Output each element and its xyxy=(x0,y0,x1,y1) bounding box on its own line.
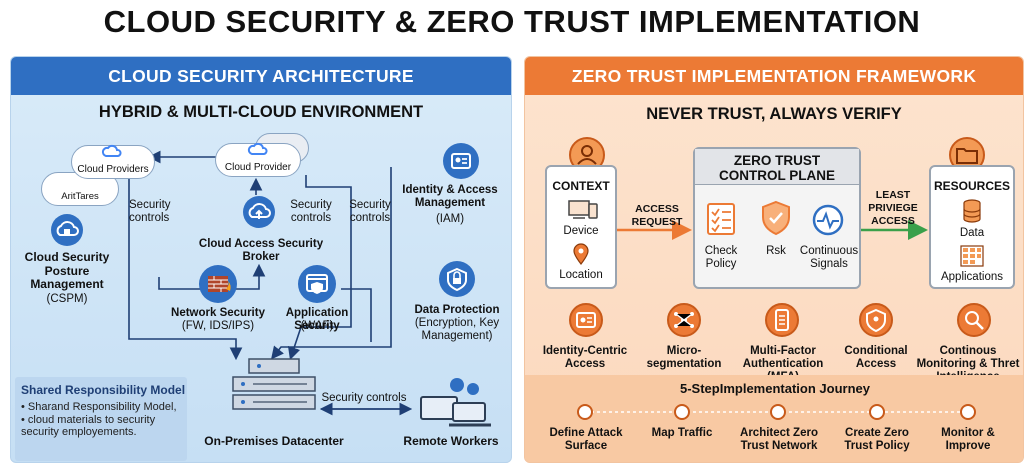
pillar-mfa-icon xyxy=(765,303,799,337)
cspm-label: Cloud Security Posture Management xyxy=(24,250,110,291)
zero-trust-panel: ZERO TRUST IMPLEMENTATION FRAMEWORK NEVE… xyxy=(524,56,1024,463)
iam-abbr: (IAM) xyxy=(435,213,465,225)
app-security-label: Application Security xyxy=(285,307,349,332)
arittares-label: AritTares xyxy=(61,191,99,202)
shared-item-1: • Sharand Responsibility Model, xyxy=(21,401,177,413)
data-protection-icon xyxy=(439,261,475,297)
cloud-provider-logo-icon xyxy=(247,142,268,155)
check-policy-label: Check Policy xyxy=(704,245,738,270)
continuous-signals-label: Continuous Signals xyxy=(799,245,859,270)
zero-trust-connectors xyxy=(611,220,928,240)
step-3-dot xyxy=(770,404,786,420)
least-privilege-label: LEAST PRIVIEGE ACCESS xyxy=(868,189,918,227)
never-trust-subtitle: NEVER TRUST, ALWAYS VERIFY xyxy=(646,105,902,123)
resources-box: RESOURCES Data Applications xyxy=(929,165,1015,289)
continuous-signals-icon xyxy=(812,204,844,236)
cspm-abbr: (CSPM) xyxy=(46,293,88,305)
journey-steps-dots xyxy=(577,404,976,420)
location-label: Location xyxy=(559,269,603,281)
journey-title: 5-StepImplementation Journey xyxy=(680,381,870,396)
step-3-label: Architect Zero Trust Network xyxy=(740,427,818,452)
applications-label: Applications xyxy=(940,271,1003,283)
casb-icon xyxy=(243,196,275,228)
cloud-security-banner: CLOUD SECURITY ARCHITECTURE xyxy=(11,57,511,95)
context-label: CONTEXT xyxy=(552,179,610,193)
cloud-security-panel: CLOUD SECURITY ARCHITECTURE HYBRID & MUL… xyxy=(10,56,512,463)
security-controls-label-2: Security controls xyxy=(290,199,332,224)
device-label: Device xyxy=(563,225,599,237)
shared-responsibility-list: • Sharand Responsibility Model, • cloud … xyxy=(21,401,185,439)
datacenter-icon xyxy=(232,358,316,410)
context-box: CONTEXT Device Location xyxy=(545,165,617,289)
pillar-monitoring-icon xyxy=(957,303,991,337)
device-icon xyxy=(568,200,598,219)
security-controls-label-1: Security controls xyxy=(129,199,171,224)
database-icon xyxy=(963,199,981,223)
remote-workers-label: Remote Workers xyxy=(403,434,499,448)
app-security-sub: (WAF) xyxy=(300,320,334,332)
pillar-conditional-label: Conditional Access xyxy=(844,345,908,370)
iam-icon xyxy=(443,143,479,179)
network-security-sub: (FW, IDS/IPS) xyxy=(181,320,255,332)
step-4-dot xyxy=(869,404,885,420)
pillar-microsegmentation-label: Micro-segmentation xyxy=(646,345,722,370)
architecture-connectors xyxy=(128,150,413,416)
applications-grid-icon xyxy=(960,245,984,267)
pillar-microsegmentation-icon xyxy=(667,303,701,337)
control-plane-box: ZERO TRUST CONTROL PLANE Check Policy Rs… xyxy=(693,147,861,289)
main-title: CLOUD SECURITY & ZERO TRUST IMPLEMENTATI… xyxy=(103,4,921,39)
cloud-provider-cloud xyxy=(215,143,301,177)
check-policy-icon xyxy=(707,203,735,235)
data-protection-label: Data Protection xyxy=(414,304,500,316)
casb-label: Cloud Access Security Broker xyxy=(198,238,324,263)
onprem-label: On-Premises Datacenter xyxy=(204,434,344,448)
data-label: Data xyxy=(959,227,985,239)
step-5-dot xyxy=(960,404,976,420)
step-4-label: Create Zero Trust Policy xyxy=(844,427,910,452)
data-protection-sub: (Encryption, Key Management) xyxy=(414,317,500,342)
step-2-dot xyxy=(674,404,690,420)
step-1-dot xyxy=(577,404,593,420)
step-5-label: Monitor & Improve xyxy=(941,427,995,452)
remote-workers-icon xyxy=(420,378,491,427)
location-pin-icon xyxy=(573,243,589,265)
control-plane-title: ZERO TRUST CONTROL PLANE xyxy=(718,153,835,183)
risk-label: Rsk xyxy=(766,245,786,257)
app-security-icon xyxy=(298,265,336,303)
security-controls-label-3: Security controls xyxy=(349,199,391,224)
access-request-label: ACCESS REQUEST xyxy=(631,203,683,228)
pillar-identity-label: Identity-Centric Access xyxy=(542,345,628,370)
step-2-label: Map Traffic xyxy=(651,427,713,439)
hybrid-subtitle: HYBRID & MULTI-CLOUD ENVIRONMENT xyxy=(98,103,424,121)
cspm-icon xyxy=(51,214,83,246)
network-security-label: Network Security xyxy=(171,307,265,319)
iam-label: Identity & Access Management xyxy=(402,184,498,209)
zero-trust-banner: ZERO TRUST IMPLEMENTATION FRAMEWORK xyxy=(525,57,1023,95)
risk-shield-icon xyxy=(762,200,790,236)
shared-responsibility-box: Shared Responsibility Model • Sharand Re… xyxy=(15,377,187,461)
cloud-providers-label: Cloud Providers xyxy=(77,164,149,175)
step-1-label: Define Attack Surface xyxy=(549,427,623,452)
shared-responsibility-title: Shared Responsibility Model xyxy=(21,383,186,397)
cloud-provider-label: Cloud Provider xyxy=(224,162,292,173)
resources-label: RESOURCES xyxy=(933,179,1010,193)
pillar-conditional-icon xyxy=(859,303,893,337)
control-plane-header xyxy=(695,149,859,185)
pillar-identity-icon xyxy=(569,303,603,337)
cloud-logo-icon xyxy=(101,144,122,157)
firewall-icon xyxy=(199,265,237,303)
security-controls-label-4: Security controls xyxy=(321,392,407,404)
shared-item-2: • cloud materials to security security e… xyxy=(21,413,156,439)
